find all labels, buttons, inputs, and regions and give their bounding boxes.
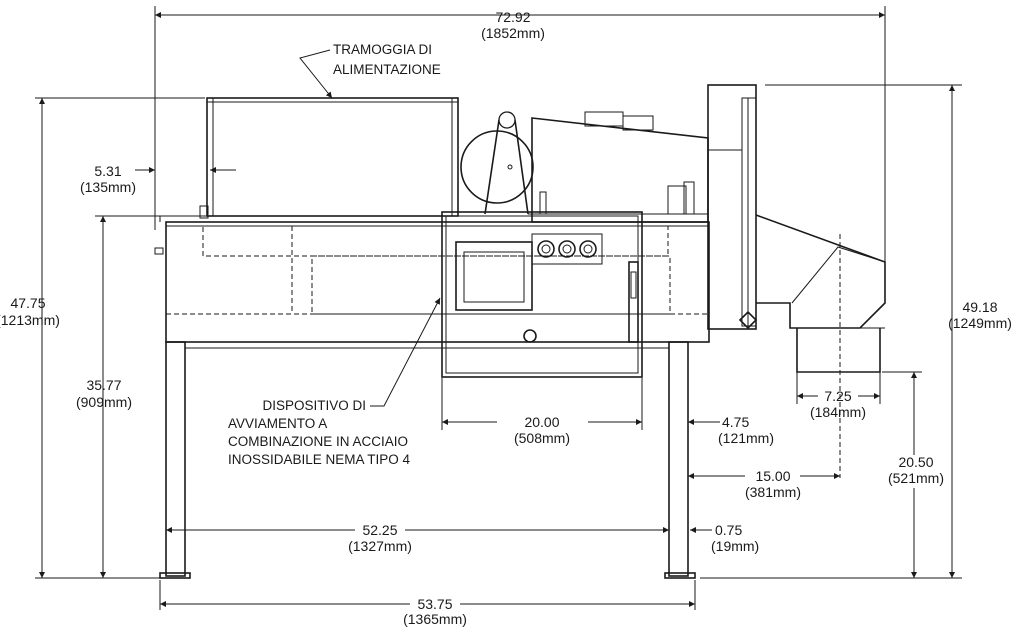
starter-box: [441, 211, 643, 378]
leg-span-value: 52.25: [362, 522, 397, 538]
starter-display: [455, 241, 533, 311]
right-leg: [668, 341, 689, 577]
starter-button-3: [579, 240, 597, 258]
table-body: [165, 221, 710, 343]
leg-to-spout-value: 4.75: [722, 414, 749, 430]
hopper-leader: [299, 49, 333, 99]
foot-span-value: 53.75: [417, 596, 452, 612]
hopper-label-line-1: TRAMOGGIA DI: [333, 42, 432, 57]
discharge-height-metric: (521mm): [888, 470, 944, 486]
starter-button-1: [537, 240, 555, 258]
table-height-metric: (909mm): [76, 394, 132, 410]
discharge-height-value: 20.50: [898, 454, 933, 470]
starter-lock: [523, 329, 537, 343]
leg-to-spout-metric: (121mm): [718, 430, 774, 446]
starter-label-line-1: DISPOSITIVO DI: [262, 398, 366, 413]
dimension-lines: [35, 6, 962, 610]
spout-outlet: [796, 328, 881, 373]
starter-label-line-4: INOSSIDABILE NEMA TIPO 4: [228, 452, 411, 467]
starter-label-line-3: COMBINAZIONE IN ACCIAIO: [228, 434, 408, 449]
callout-labels: TRAMOGGIA DI ALIMENTAZIONE DISPOSITIVO D…: [228, 42, 441, 467]
discharge-column: [707, 84, 757, 330]
discharge-spout: [755, 214, 886, 329]
motor-housing: [531, 117, 709, 223]
dimension-values: 72.92 (1852mm) 5.31 (135mm) 47.75 (1213m…: [0, 9, 1012, 627]
starter-button-2: [558, 240, 576, 258]
hopper-height-metric: (1213mm): [0, 312, 60, 328]
spout-width-metric: (184mm): [810, 404, 866, 420]
left-foot: [159, 572, 191, 579]
spout-width-value: 7.25: [824, 388, 851, 404]
foot-span-metric: (1365mm): [403, 611, 467, 627]
left-leg: [165, 341, 186, 577]
starter-label-line-2: AVVIAMENTO A: [228, 416, 327, 431]
starter-width-metric: (508mm): [514, 430, 570, 446]
machine-outline: [154, 84, 886, 579]
leg-width-value: 0.75: [715, 522, 742, 538]
total-height-value: 49.18: [962, 299, 997, 315]
hopper-height-value: 47.75: [10, 295, 45, 311]
starter-handle: [628, 261, 639, 343]
leg-span-metric: (1327mm): [348, 538, 412, 554]
leg-to-center-metric: (381mm): [745, 484, 801, 500]
overall-width-metric: (1852mm): [481, 25, 545, 41]
right-foot: [664, 572, 696, 579]
leg-to-center-value: 15.00: [755, 468, 790, 484]
total-height-metric: (1249mm): [948, 315, 1012, 331]
starter-width-value: 20.00: [524, 414, 559, 430]
hopper-offset-metric: (135mm): [80, 179, 136, 195]
hopper-label-line-2: ALIMENTAZIONE: [333, 62, 441, 77]
table-height-value: 35.77: [86, 377, 121, 393]
hopper-offset-value: 5.31: [94, 163, 121, 179]
leg-width-metric: (19mm): [711, 538, 759, 554]
overall-width-value: 72.92: [495, 9, 530, 25]
starter-leader: [370, 297, 441, 407]
hopper: [206, 97, 459, 217]
